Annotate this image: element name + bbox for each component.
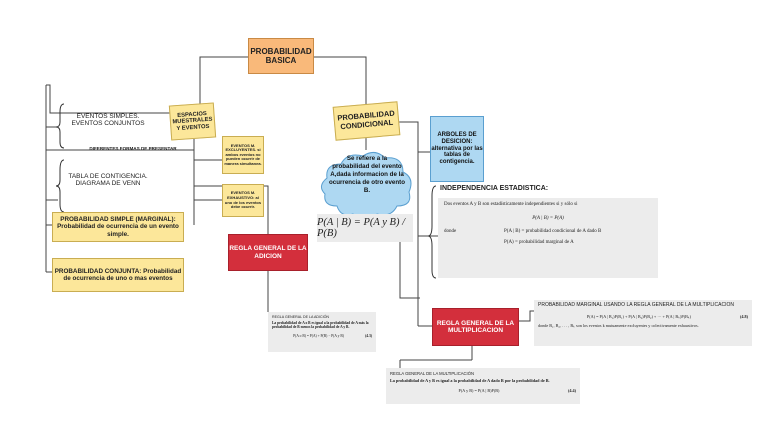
adicion-title: REGLA GENERAL DE LA ADICIÓN bbox=[272, 315, 329, 319]
eventos-simples-label: EVENTOS SIMPLES. EVENTOS CONJUNTOS bbox=[71, 112, 145, 127]
adicion-text: La probabilidad de A o B es igual a la p… bbox=[272, 321, 369, 329]
marginal-box: PROBABILIDAD MARGINAL USANDO LA REGLA GE… bbox=[534, 300, 752, 346]
mult-box: REGLA GENERAL DE LA MULTIPLICACIÓN La pr… bbox=[386, 368, 580, 404]
marginal-text: donde B₁, B₂, . . . , Bₖ son los eventos… bbox=[538, 323, 699, 328]
mult-formula: P(A y B) = P(A | B)P(B) bbox=[458, 388, 500, 393]
arboles-node: ARBOLES DE DESICION: alternativa por las… bbox=[430, 116, 484, 182]
formas-presentar-label: DIFERENTES FORMAS DE PRESENTAR bbox=[89, 146, 177, 152]
cond-formula-text: P(A | B) = P(A y B) / P(B) bbox=[317, 217, 406, 239]
tabla-label: TABLA DE CONTIGENCIA. DIAGRAMA DE VENN bbox=[68, 172, 148, 187]
indep-text: Dos eventos A y B son estadísticamente i… bbox=[444, 202, 578, 207]
marginal-formula: P(A) = P(A | B₁)P(B₁) + P(A | B₂)P(B₂) +… bbox=[586, 314, 692, 319]
indep-eq: P(A | B) = P(A) bbox=[532, 216, 564, 221]
root-node: PROBABILIDAD BASICA bbox=[248, 38, 314, 74]
mult-num: (4.4) bbox=[567, 388, 576, 393]
prob-conjunta-node: PROBABILIDAD CONJUNTA: Probabilidad de o… bbox=[52, 258, 184, 292]
cloud-text: Se refiere a la probabilidad del evento … bbox=[329, 155, 405, 195]
marginal-title: PROBABILIDAD MARGINAL USANDO LA REGLA GE… bbox=[538, 302, 734, 308]
espacios-node: ESPACIOS MUESTRALES Y EVENTOS bbox=[168, 102, 217, 141]
marginal-num: (4.8) bbox=[739, 314, 748, 319]
cond-formula: P(A | B) = P(A y B) / P(B) bbox=[317, 214, 413, 242]
mult-text: La probabilidad de A y B es igual a la p… bbox=[390, 378, 550, 383]
indep-donde: donde bbox=[444, 229, 457, 234]
indep-def2: P(A) = probabilidad marginal de A bbox=[504, 240, 574, 245]
mult-title: REGLA GENERAL DE LA MULTIPLICACIÓN bbox=[390, 371, 475, 376]
adicion-formula: P(A o B) = P(A) + P(B) − P(A y B) bbox=[293, 334, 344, 338]
regla-mult-node: REGLA GENERAL DE LA MULTIPLICACION bbox=[432, 308, 519, 346]
independencia-title: INDEPENDENCIA ESTADISTICA: bbox=[440, 184, 549, 192]
prob-simple-node: PROBABILIDAD SIMPLE (MARGINAL): Probabil… bbox=[52, 212, 184, 242]
indep-box: Dos eventos A y B son estadísticamente i… bbox=[438, 198, 658, 278]
condicional-node: PROBABILIDAD CONDICIONAL bbox=[332, 101, 401, 141]
exhaustivo-node: EVENTOS M. EXHAUSTIVO: al uno de los eve… bbox=[222, 184, 264, 217]
regla-adicion-node: REGLA GENERAL DE LA ADICION bbox=[228, 234, 308, 271]
indep-def1: P(A | B) = probabilidad condicional de A… bbox=[504, 229, 602, 234]
excluyentes-node: EVENTOS M. EXCLUYENTES. si ambos eventos… bbox=[222, 136, 264, 174]
adicion-num: (4.3) bbox=[365, 334, 372, 338]
adicion-box: REGLA GENERAL DE LA ADICIÓN La probabili… bbox=[268, 312, 376, 352]
